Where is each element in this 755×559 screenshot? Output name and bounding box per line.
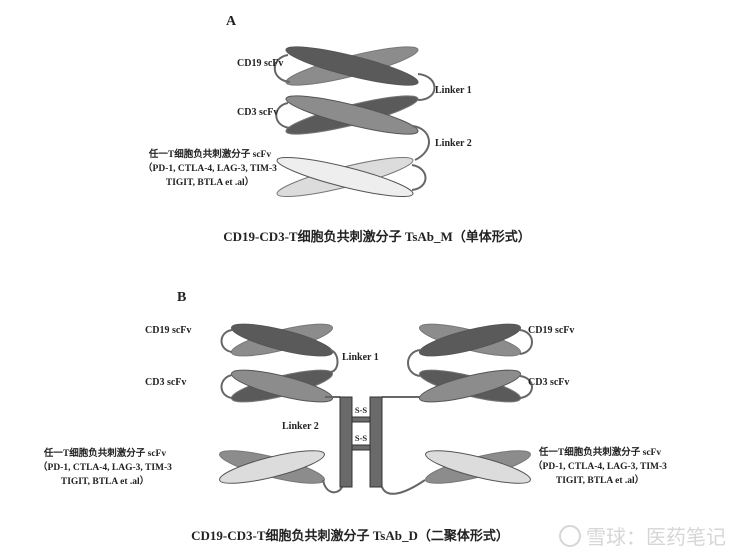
a-cd19-scfv-front bbox=[285, 46, 419, 86]
linker1-label: Linker 1 bbox=[435, 85, 472, 96]
panel-b-label: B bbox=[177, 290, 186, 305]
a-cosig-scfv-front bbox=[276, 156, 414, 198]
b-left-cd19-loop bbox=[220, 329, 233, 353]
b-left-cd3-loop bbox=[220, 374, 233, 399]
cosig-label-1: 任一T细胞负共刺激分子 scFv bbox=[148, 148, 271, 160]
linker1-b-label: Linker 1 bbox=[342, 352, 379, 363]
a-cd19-left-loop bbox=[273, 54, 291, 83]
linker2-label: Linker 2 bbox=[435, 138, 472, 149]
b-right-cd3-loop bbox=[519, 375, 533, 399]
linker2-b-label: Linker 2 bbox=[282, 421, 319, 432]
cosig-label-3: TIGIT, BTLA et .al） bbox=[166, 176, 254, 188]
a-linker2 bbox=[411, 125, 430, 161]
cd3-left-label: CD3 scFv bbox=[145, 377, 186, 388]
cosig-left-3: TIGIT, BTLA et .al） bbox=[61, 475, 149, 487]
b-left-cosig-scfv-front bbox=[219, 450, 325, 484]
hinge-right-chain bbox=[369, 396, 383, 488]
cd19-label: CD19 scFv bbox=[237, 58, 283, 69]
caption-a: CD19-CD3-T细胞负共刺激分子 TsAb_M（单体形式） bbox=[223, 229, 531, 244]
cd3-label: CD3 scFv bbox=[237, 107, 278, 118]
disulfide-bond-2 bbox=[351, 444, 371, 451]
a-cd3-scfv-front bbox=[285, 95, 419, 135]
cosig-right-1: 任一T细胞负共刺激分子 scFv bbox=[538, 446, 661, 458]
cd19-right-label: CD19 scFv bbox=[528, 325, 574, 336]
hinge-left-chain bbox=[339, 396, 353, 488]
cosig-right-3: TIGIT, BTLA et .al） bbox=[556, 474, 644, 486]
b-right-cd19-scfv-front bbox=[418, 323, 522, 357]
cosig-left-1: 任一T细胞负共刺激分子 scFv bbox=[43, 447, 166, 459]
caption-b: CD19-CD3-T细胞负共刺激分子 TsAb_D（二聚体形式） bbox=[191, 528, 509, 543]
b-left-cd19-scfv-front bbox=[230, 323, 334, 357]
b-left-cd3-scfv-front bbox=[230, 369, 334, 403]
disulfide-label-2: S-S bbox=[355, 433, 368, 443]
disulfide-label-1: S-S bbox=[355, 405, 368, 415]
cd3-right-label: CD3 scFv bbox=[528, 377, 569, 388]
watermark-logo-icon bbox=[559, 525, 581, 547]
b-right-cosig-scfv-front bbox=[425, 450, 531, 484]
a-cd3-left-loop bbox=[275, 102, 291, 129]
cosig-right-2: （PD-1, CTLA-4, LAG-3, TIM-3 bbox=[533, 460, 667, 472]
panel-a-label: A bbox=[226, 14, 237, 29]
a-cd19-loop bbox=[417, 73, 436, 101]
cosig-label-2: （PD-1, CTLA-4, LAG-3, TIM-3 bbox=[143, 162, 277, 174]
disulfide-bond-1 bbox=[351, 416, 371, 423]
b-right-hinge-loop bbox=[381, 479, 426, 495]
cosig-left-2: （PD-1, CTLA-4, LAG-3, TIM-3 bbox=[38, 461, 172, 473]
b-right-cd3-scfv-front bbox=[418, 369, 522, 403]
b-left-linker1 bbox=[329, 349, 339, 373]
a-cosig-loop bbox=[411, 164, 427, 191]
watermark: 雪球：医药笔记 bbox=[586, 525, 726, 549]
b-right-linker1 bbox=[407, 349, 421, 377]
b-left-hinge-loop bbox=[322, 479, 343, 494]
cd19-left-label: CD19 scFv bbox=[145, 325, 191, 336]
b-right-cd19-loop bbox=[519, 329, 533, 355]
